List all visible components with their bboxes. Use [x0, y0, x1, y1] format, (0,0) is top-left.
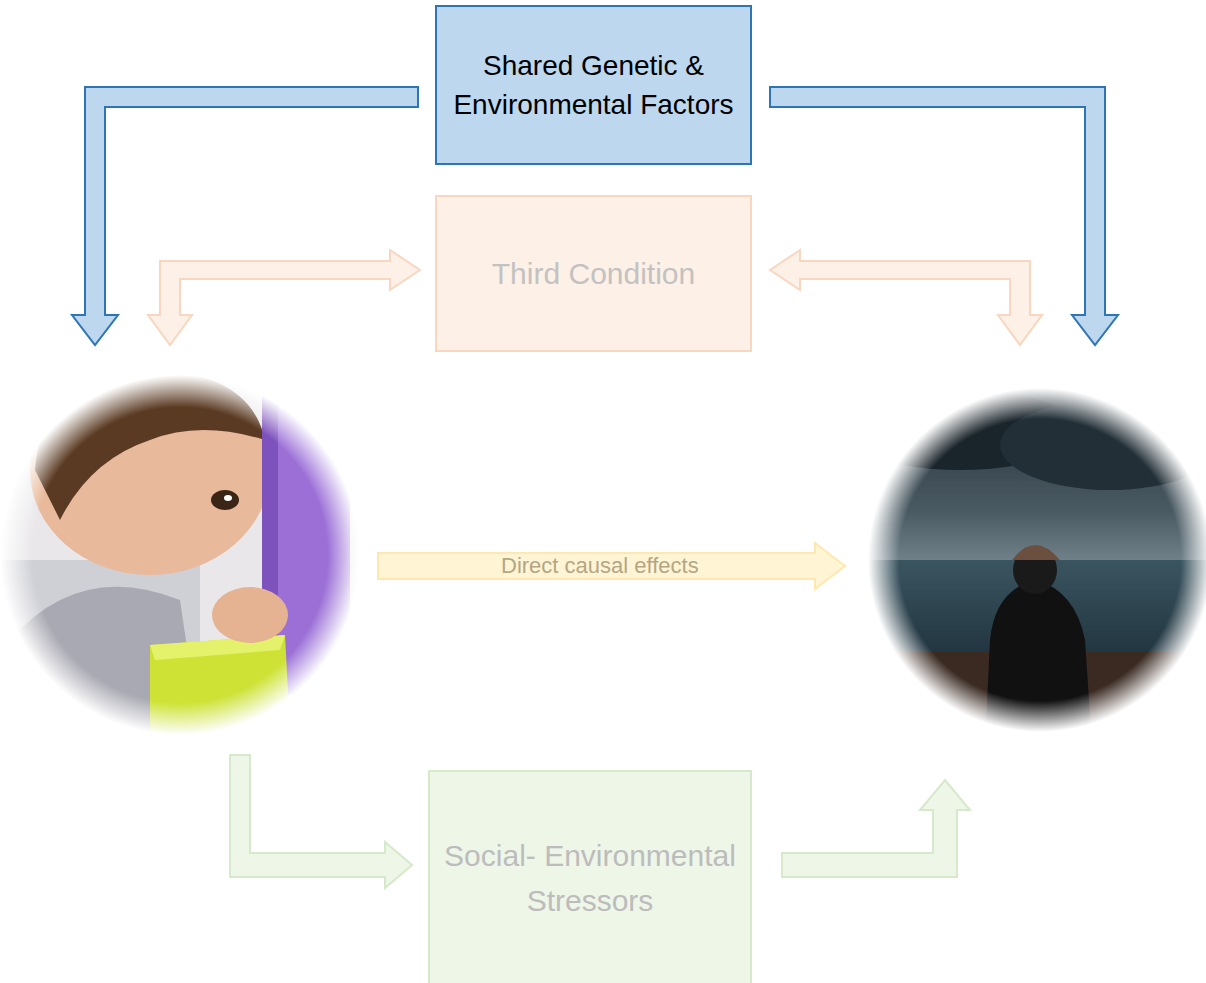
peach-arrow — [148, 250, 420, 345]
factor-box: Shared Genetic & Environmental Factors — [435, 5, 752, 165]
yellow-arrow — [378, 543, 845, 589]
arrow-label: Direct causal effects — [501, 555, 699, 577]
node-text: Third Condition — [492, 254, 695, 293]
stressor-box: Social- Environmental Stressors — [428, 770, 752, 983]
node-text: Shared Genetic & Environmental Factors — [451, 46, 736, 124]
person-photo — [840, 385, 1206, 752]
blue-arrow — [770, 87, 1118, 345]
green-arrow — [782, 780, 970, 877]
condition-box: Third Condition — [435, 195, 752, 352]
green-arrow — [230, 755, 412, 888]
child-photo — [0, 365, 360, 735]
node-text: Social- Environmental Stressors — [444, 833, 736, 923]
peach-arrow — [770, 250, 1042, 345]
blue-arrow — [72, 87, 418, 345]
